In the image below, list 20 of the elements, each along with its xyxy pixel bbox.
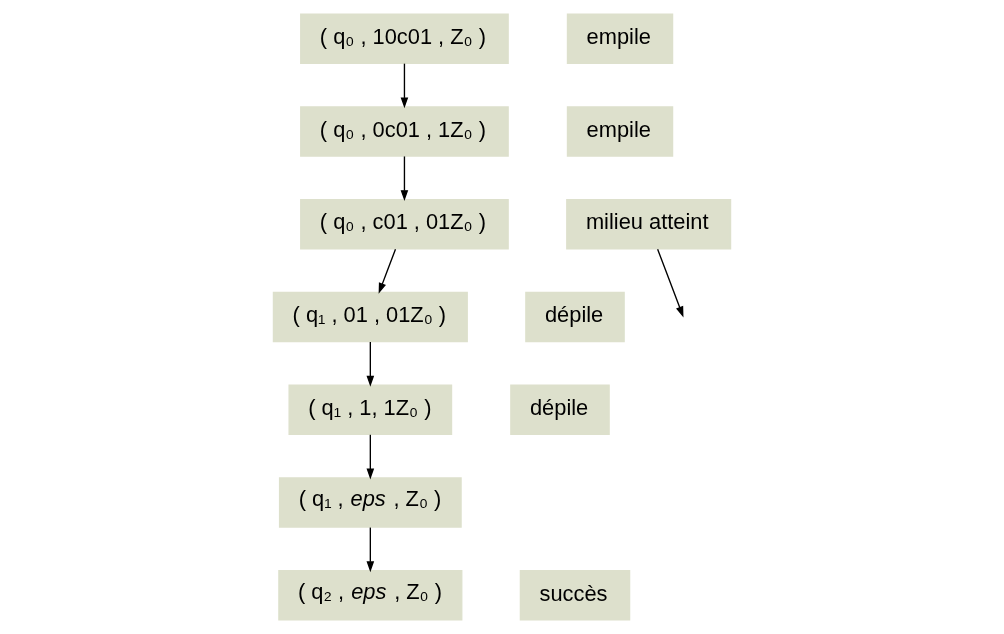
- node-box: dépile: [525, 291, 625, 343]
- node-box: ( q₁ , 01 , 01Z₀ ): [272, 291, 468, 343]
- node-box: ( q₁ , 1, 1Z₀ ): [288, 384, 453, 435]
- arrow: [366, 434, 375, 480]
- node-box: ( q₁ , eps , Z₀ ): [278, 477, 462, 528]
- node-box: dépile: [510, 384, 610, 435]
- arrow: [400, 63, 409, 109]
- node-box: ( q₀ , 0c01 , 1Z₀ ): [300, 106, 509, 157]
- node-box: ( q₀ , 10c01 , Z₀ ): [300, 13, 509, 64]
- node-box: empile: [566, 106, 674, 157]
- arrow: [366, 341, 375, 387]
- node-box: empile: [566, 13, 674, 64]
- node-box: succès: [519, 570, 631, 621]
- node-box: ( q₀ , c01 , 01Z₀ ): [300, 199, 509, 250]
- arrow: [656, 248, 684, 318]
- node-box: milieu atteint: [566, 199, 732, 250]
- arrow: [378, 248, 397, 294]
- arrow: [366, 526, 375, 573]
- node-box: ( q₂ , eps , Z₀ ): [278, 570, 463, 621]
- arrow: [400, 155, 409, 202]
